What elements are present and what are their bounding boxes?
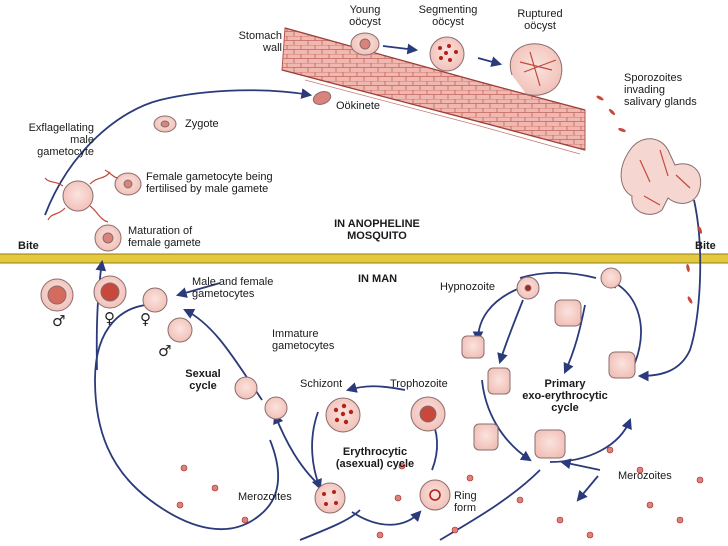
male-symbol-icon-2: ♂	[158, 342, 172, 360]
label-ruptured-oocyst: Ruptured oöcyst	[517, 8, 563, 32]
salivary-glands	[620, 138, 702, 215]
label-in-mosquito: IN ANOPHELINE MOSQUITO	[334, 218, 420, 242]
label-young-oocyst: Young oöcyst	[349, 4, 381, 28]
sporozoites-scatter	[596, 95, 703, 304]
label-sporozoites: Sporozoites invading salivary glands	[624, 72, 697, 108]
label-bite-right: Bite	[695, 240, 716, 252]
mosquito-man-boundary	[0, 253, 728, 264]
label-merozoites-left: Merozoites	[238, 491, 292, 503]
label-ookinete: Oökinete	[336, 100, 381, 112]
label-ring-form: Ring form	[454, 490, 477, 514]
label-in-man: IN MAN	[358, 273, 398, 285]
male-gametocyte-cell	[40, 278, 74, 312]
label-trophozoite: Trophozoite	[390, 378, 448, 390]
liver-cell-bottom	[534, 429, 566, 459]
ring-form-cell	[419, 479, 451, 511]
female-symbol-icon-2: ♀	[140, 310, 151, 328]
trophozoite-cell	[410, 396, 446, 432]
gametocyte-cell-right	[167, 317, 193, 343]
label-erythrocytic-cycle: Erythrocytic (asexual) cycle	[335, 446, 415, 470]
maturation-female-gamete-cell	[94, 224, 122, 252]
liver-cell-upper-right	[600, 267, 622, 289]
liver-cell-lower-left	[473, 423, 499, 451]
hypnozoite-cell	[516, 276, 540, 300]
ookinete-cell	[312, 91, 332, 105]
zygote-cell	[153, 115, 177, 133]
male-symbol-icon: ♂	[52, 312, 66, 330]
merozoites-scatter	[176, 446, 704, 539]
female-gametocyte-cell	[93, 275, 127, 309]
immature-gametocyte-cell-upper	[234, 376, 258, 400]
segmenting-oocyst-nuclei	[438, 44, 458, 62]
ruptured-oocyst-cell	[509, 43, 563, 96]
exflagellating-male-gametocyte-cell	[44, 171, 111, 223]
label-primary-cycle: Primary exo-erythrocytic cycle	[522, 378, 608, 414]
female-symbol-icon: ♀	[104, 309, 115, 327]
label-schizont: Schizont	[300, 378, 343, 390]
schizont-nuclei	[333, 403, 354, 425]
label-male-female-gametocytes: Male and female gametocytes	[192, 276, 274, 300]
liver-cell-right	[608, 351, 636, 379]
merozoite-release-cell	[314, 482, 346, 514]
label-exflagellating: Exflagellating male gametocyte	[28, 122, 94, 158]
label-zygote: Zygote	[185, 118, 219, 130]
label-immature-gametocytes: Immature gametocytes	[272, 328, 335, 352]
stomach-wall	[281, 27, 586, 155]
parasite-stages	[40, 32, 702, 514]
label-bite-left: Bite	[18, 240, 39, 252]
immature-gametocyte-cell-lower	[264, 396, 288, 420]
label-sexual-cycle: Sexual cycle	[185, 368, 221, 392]
liver-cell-top	[554, 299, 582, 327]
liver-cell-upper-left	[461, 335, 485, 359]
gametocyte-cell-left	[142, 287, 168, 313]
label-female-fertilised: Female gametocyte being fertilised by ma…	[146, 171, 273, 195]
young-oocyst-cell	[350, 32, 380, 56]
label-stomach-wall: Stomach wall	[238, 30, 282, 54]
label-hypnozoite: Hypnozoite	[440, 281, 496, 293]
label-merozoites-right: Merozoites	[618, 470, 672, 482]
female-gametocyte-fertilised-cell	[104, 169, 142, 196]
liver-cell-left	[487, 367, 511, 395]
merozoite-release-nuclei	[322, 490, 338, 506]
label-maturation: Maturation of female gamete	[128, 225, 201, 249]
label-segmenting-oocyst: Segmenting oöcyst	[418, 4, 478, 28]
